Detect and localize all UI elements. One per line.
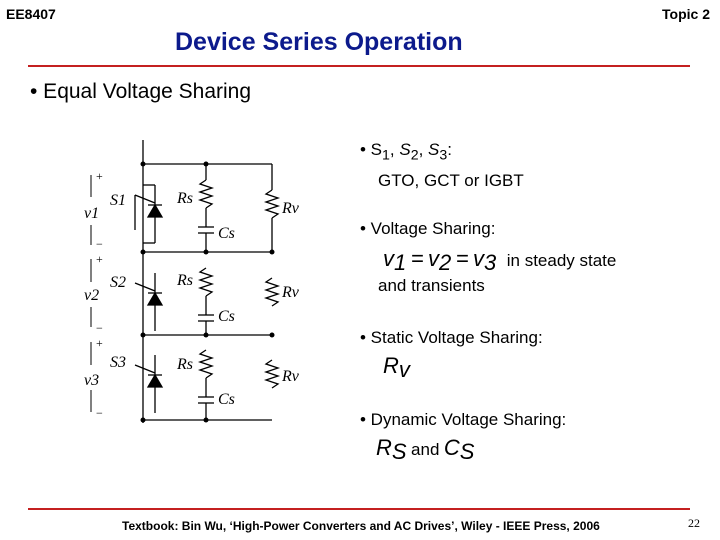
cell-1 (134, 164, 281, 252)
bullet-dynamic-sharing: • Dynamic Voltage Sharing: (360, 410, 567, 429)
footer-citation: Textbook: Bin Wu, ‘High-Power Converters… (122, 519, 600, 533)
dynamic-expression: RS and CS (376, 435, 474, 465)
junction-dots (140, 161, 275, 423)
sep-2: , (418, 140, 429, 159)
expr-sub-2: 2 (439, 250, 452, 276)
plus-3: + (96, 336, 103, 350)
equals-2: = (455, 246, 469, 271)
voltage-label-2: v2 (84, 287, 99, 304)
switch-label-3: S3 (110, 354, 126, 371)
cell-3 (134, 349, 281, 420)
bullet-devices: • S1, S2, S3: (360, 140, 452, 164)
rs-label-2: Rs (176, 272, 193, 289)
bullet-devices-detail: GTO, GCT or IGBT (378, 171, 524, 190)
expr-v2: v (428, 246, 440, 271)
switch-label-1: S1 (110, 192, 126, 209)
sub-1: 1 (382, 147, 390, 164)
cs-label-1: Cs (218, 225, 235, 242)
expr-v3: v (473, 246, 485, 271)
static-expression: Rv (383, 353, 410, 383)
minus-3: − (96, 406, 103, 420)
cell-2 (134, 267, 281, 335)
minus-2: − (96, 321, 103, 335)
footer-divider (28, 508, 690, 510)
rs-expr: R (376, 435, 392, 460)
plus-1: + (96, 169, 103, 183)
expr-sub-3: 3 (484, 250, 497, 276)
bullet-devices-label: • S (360, 140, 383, 159)
sub-2: 2 (410, 147, 419, 164)
sub-3: 3 (439, 147, 448, 164)
voltage-label-3: v3 (84, 372, 99, 389)
sep-1: , (389, 140, 400, 159)
expr-sub-1: 1 (394, 250, 407, 276)
rs-label-1: Rs (176, 190, 193, 207)
cs-expr: C (443, 435, 460, 460)
bullet-voltage-sharing: • Voltage Sharing: (360, 219, 496, 238)
steady-state-text: in steady state (506, 251, 617, 270)
rv-expr-sub: v (398, 357, 410, 383)
slide-title: Device Series Operation (175, 28, 463, 56)
voltage-expression: v1 = v2 = v3 in steady state (383, 246, 616, 276)
cs-label-2: Cs (218, 308, 235, 325)
switch-label-2: S2 (110, 274, 126, 291)
expr-v1: v (383, 246, 394, 271)
transients-text: and transients (378, 276, 485, 295)
rs-expr-sub: S (391, 439, 407, 465)
and-text: and (411, 440, 440, 459)
minus-1: − (96, 237, 103, 251)
rv-expr: R (383, 353, 399, 378)
section-heading: • Equal Voltage Sharing (30, 80, 252, 103)
page-number: 22 (688, 516, 700, 530)
cs-label-3: Cs (218, 391, 235, 408)
plus-2: + (96, 252, 103, 266)
rv-label-1: Rv (281, 200, 300, 217)
cs-expr-sub: S (459, 439, 475, 465)
equals-1: = (410, 246, 424, 271)
rv-label-3: Rv (281, 368, 300, 385)
topic-label: Topic 2 (662, 6, 710, 22)
rv-label-2: Rv (281, 284, 300, 301)
series-circuit-diagram: + − + − + − S1 S2 S3 v1 v2 v3 Rs Rs Rs C… (84, 140, 300, 423)
voltage-label-1: v1 (84, 205, 99, 222)
rs-label-3: Rs (176, 356, 193, 373)
course-code: EE8407 (6, 6, 56, 22)
bullet-static-sharing: • Static Voltage Sharing: (360, 328, 543, 347)
title-divider (28, 65, 690, 67)
colon: : (447, 140, 452, 159)
